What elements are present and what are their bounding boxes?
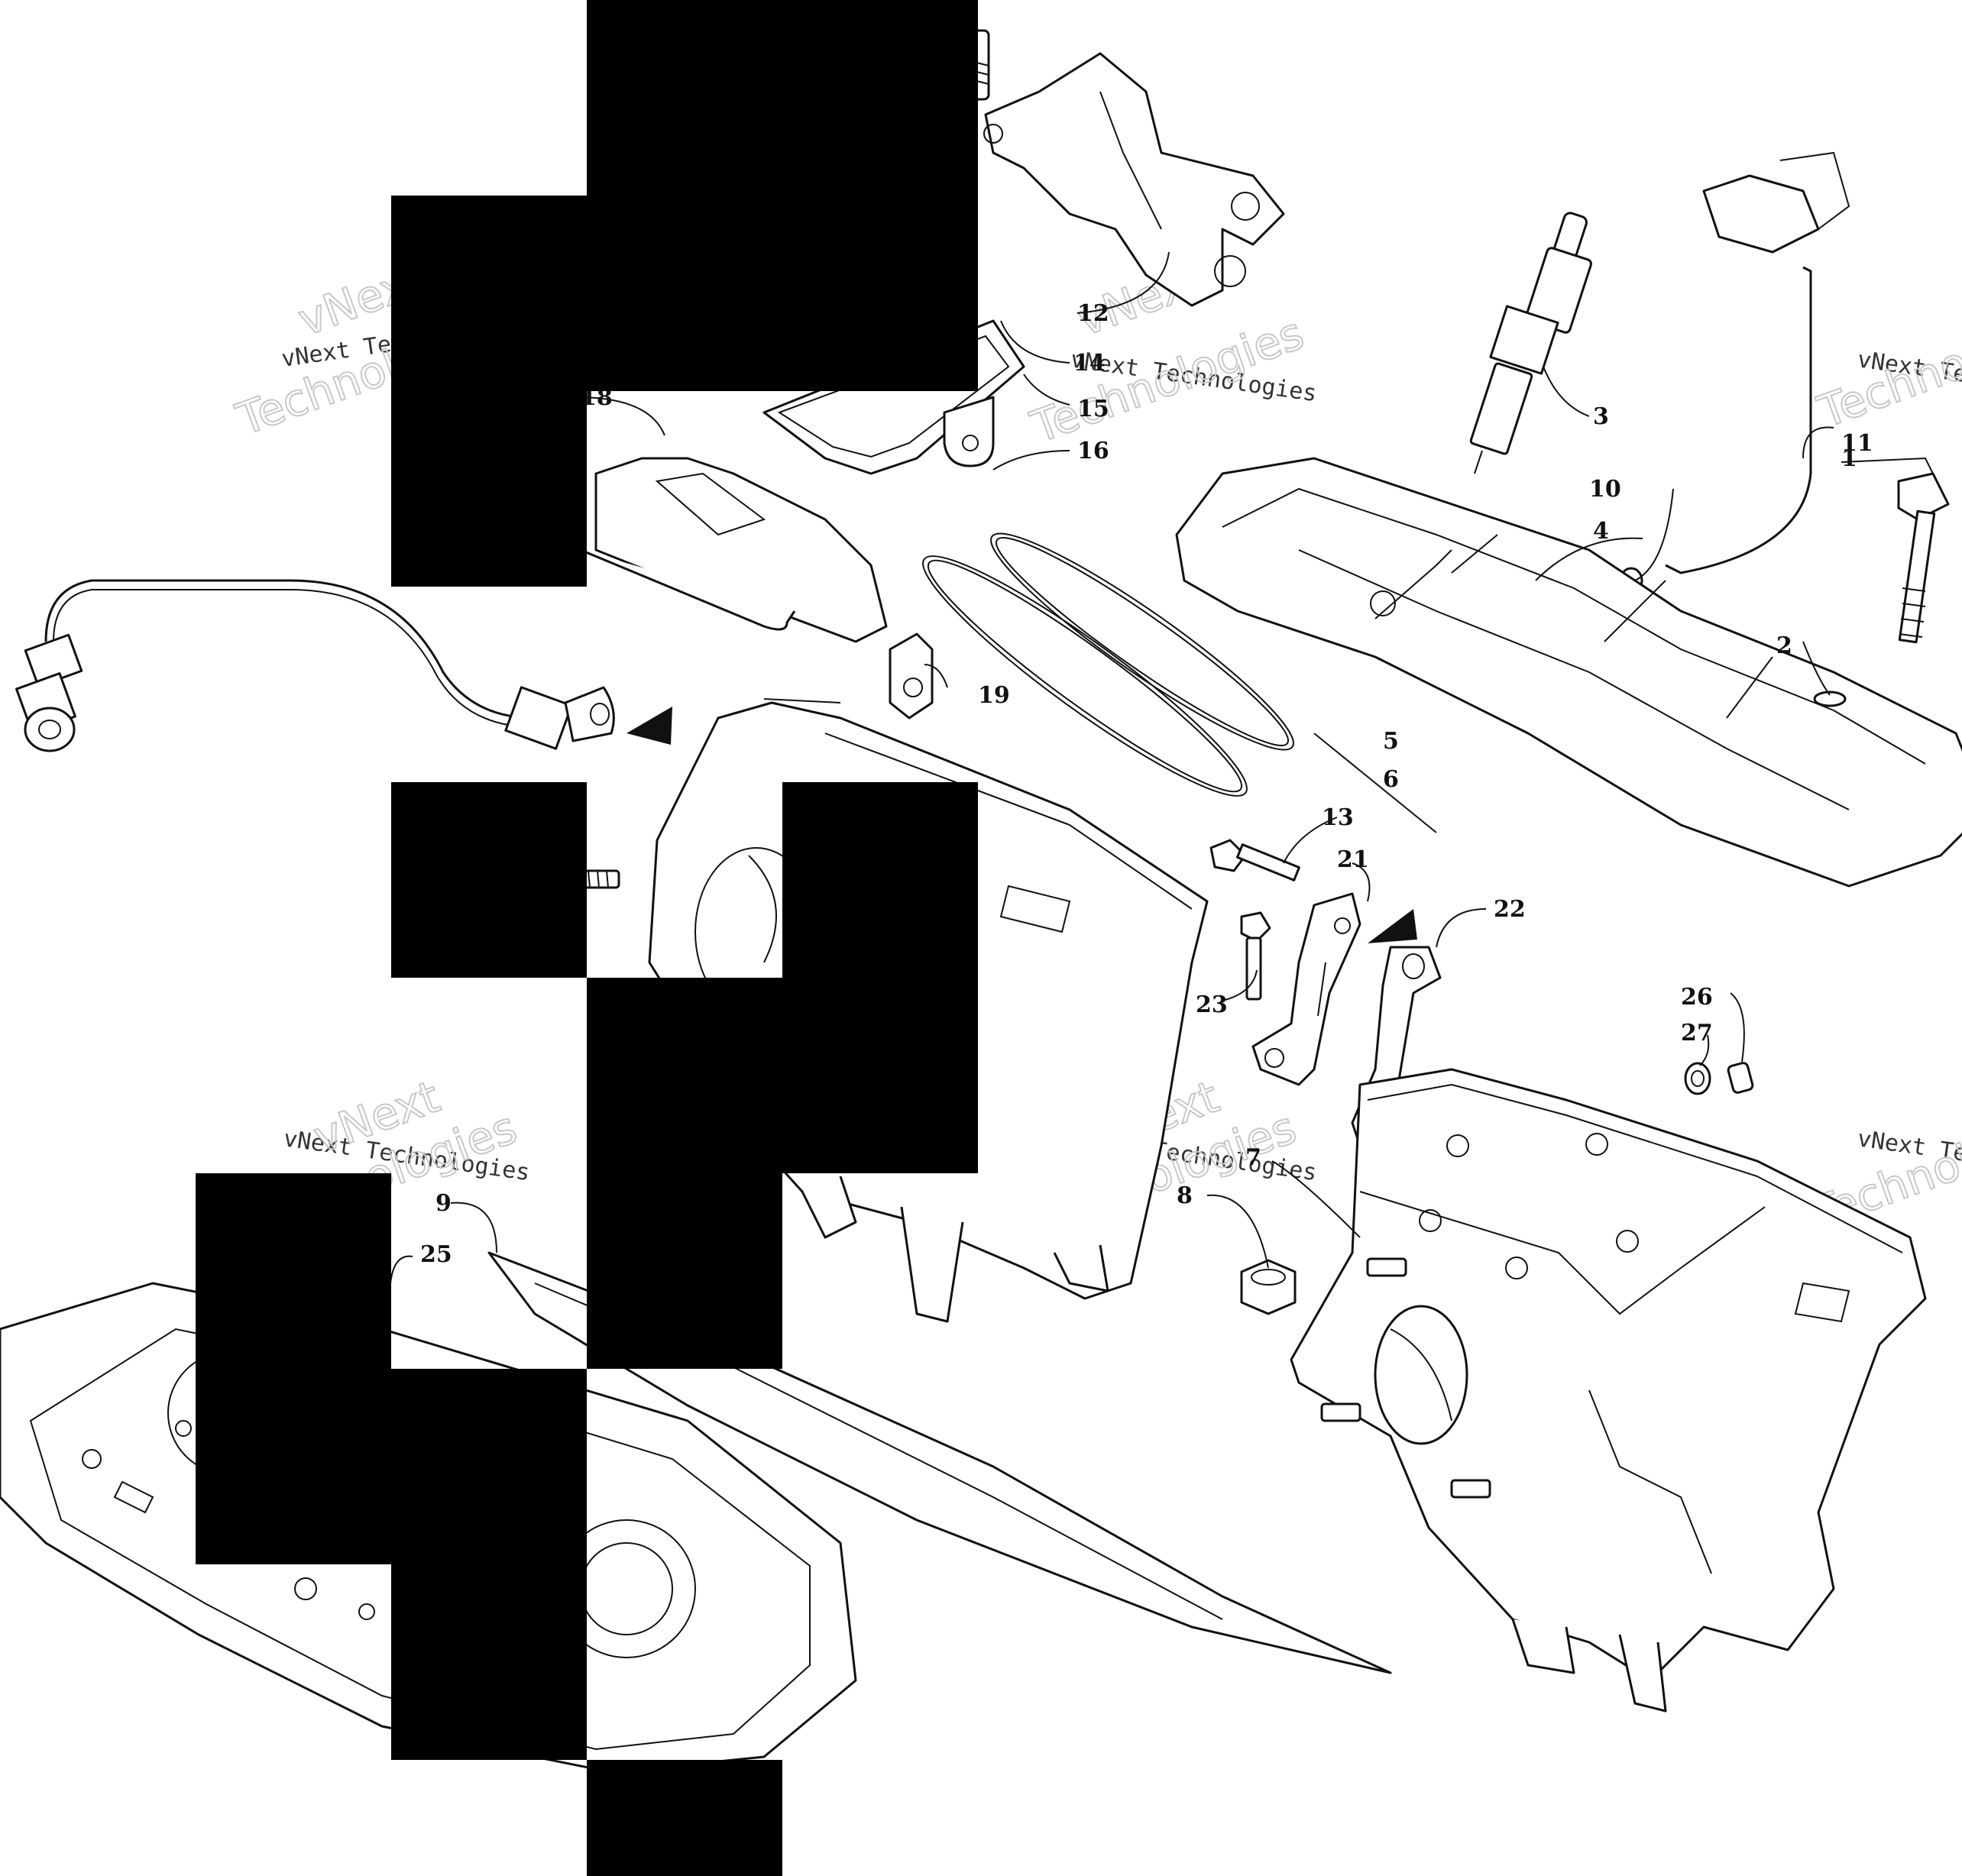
callout-4: 4 [1593,518,1609,545]
callout-15: 15 [1077,396,1109,422]
callout-27: 27 [1681,1020,1713,1046]
nut-8-icon [1240,1259,1297,1315]
callout-19: 19 [978,682,1010,709]
sensor-cable [15,579,615,752]
redaction-block [587,1760,782,1876]
fitting-26-icon [1727,1062,1754,1094]
block-19 [889,632,934,720]
callout-5: 5 [1383,728,1399,755]
callout-2: 2 [1776,632,1792,659]
bolt-13-icon [1209,839,1300,881]
redaction-block [391,196,587,587]
callout-23: 23 [1196,991,1228,1018]
callout-3: 3 [1593,403,1609,430]
callout-12: 12 [1077,300,1109,327]
o-ring-5 [990,532,1294,751]
callout-25: 25 [420,1241,452,1268]
redaction-block [391,1369,587,1760]
redaction-block [196,1173,391,1564]
callout-13: 13 [1322,804,1354,831]
callout-1: 1 [1841,445,1857,472]
callout-26: 26 [1681,984,1713,1011]
intake-box [580,457,888,643]
washer-2-icon [1813,691,1847,707]
o-ring-6 [922,555,1248,797]
callout-21: 21 [1337,846,1369,873]
redaction-blocks [196,0,978,1876]
callout-10: 10 [1589,476,1621,503]
redaction-block [782,782,978,1173]
callout-14: 14 [1073,350,1106,377]
pointer-arrow-icon [1368,909,1417,943]
pointer-arrow-icon [626,707,672,745]
callout-22: 22 [1494,896,1526,923]
callout-9: 9 [435,1190,452,1217]
redaction-block [587,0,978,391]
callout-11: 11 [1841,430,1873,457]
redaction-block [587,978,782,1369]
spark-plug-icon [1469,212,1592,474]
tab-bracket-16 [943,396,995,467]
upper-bracket [983,52,1285,307]
leader-lines [389,251,1934,1299]
cylinder-head-cover [1175,457,1962,888]
sensor-connector-icon [1665,151,1850,574]
bolt-23-icon [1240,911,1271,1001]
watermark-big: Technologies [1811,292,1962,438]
bolt-1-icon [1897,472,1950,644]
redaction-block [391,782,587,978]
callout-16: 16 [1077,438,1109,464]
cylinder-right [1290,1068,1927,1713]
callout-6: 6 [1383,766,1399,793]
callout-8: 8 [1177,1182,1193,1209]
clamp-27-icon [1684,1062,1711,1095]
callout-7: 7 [1245,1144,1261,1171]
